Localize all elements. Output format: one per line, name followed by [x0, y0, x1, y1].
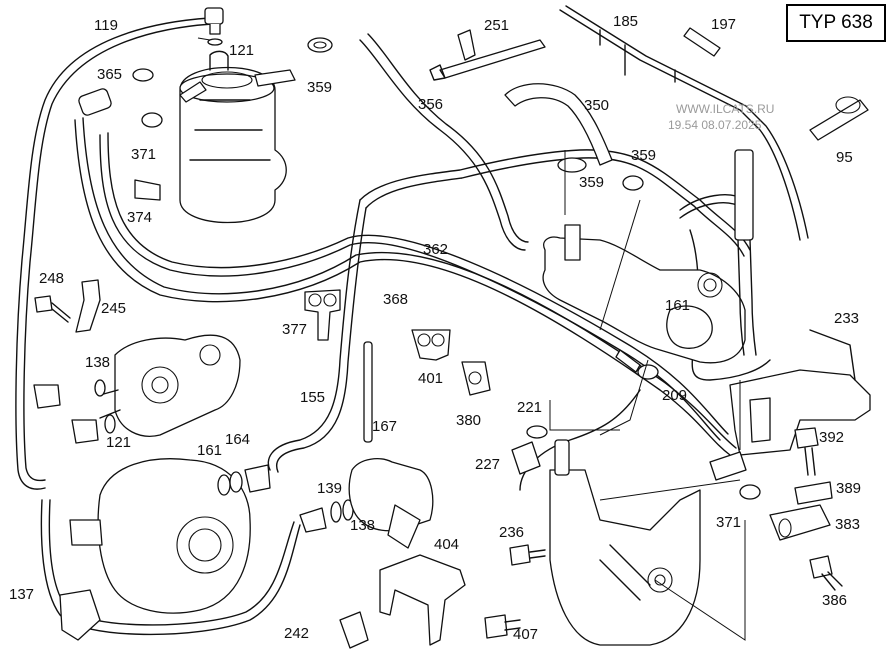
callout-362[interactable]: 362 [423, 241, 449, 258]
callout-221[interactable]: 221 [517, 399, 543, 416]
bolt-407 [484, 614, 521, 639]
connector-139 [299, 499, 354, 533]
clip-377 [304, 289, 341, 341]
callout-242[interactable]: 242 [284, 625, 310, 642]
callout-161-lower[interactable]: 161 [197, 442, 223, 459]
fuel-line-lower-loop [40, 499, 301, 636]
pump-fitting-138 [348, 458, 434, 549]
callout-185[interactable]: 185 [613, 13, 639, 30]
fuel-line-119 [15, 17, 213, 490]
hose-350 [504, 83, 613, 166]
model-type-box: TYP 638 [786, 4, 886, 42]
engine-bracket [549, 439, 701, 646]
fuel-pump-assembly [542, 224, 746, 364]
callout-386[interactable]: 386 [822, 592, 848, 609]
callout-167[interactable]: 167 [372, 418, 398, 435]
callout-95[interactable]: 95 [836, 149, 853, 166]
callout-380[interactable]: 380 [456, 412, 482, 429]
callout-371-right[interactable]: 371 [716, 514, 742, 531]
bracket-404 [379, 554, 466, 646]
callout-209[interactable]: 209 [662, 387, 688, 404]
callout-359[interactable]: 359 [307, 79, 333, 96]
bracket-233 [729, 329, 871, 456]
callout-197[interactable]: 197 [711, 16, 737, 33]
bolt-236 [509, 544, 546, 566]
callout-245[interactable]: 245 [101, 300, 127, 317]
hose-197 [683, 27, 721, 57]
callout-121[interactable]: 121 [229, 42, 255, 59]
clamp-359-upper [307, 37, 333, 53]
callout-404[interactable]: 404 [434, 536, 460, 553]
pump-head-138 [99, 334, 241, 437]
bolt-386 [809, 555, 843, 591]
callout-365[interactable]: 365 [97, 66, 123, 83]
callout-139[interactable]: 139 [317, 480, 343, 497]
tie-95 [809, 96, 869, 141]
callout-138[interactable]: 138 [85, 354, 111, 371]
callout-392[interactable]: 392 [819, 429, 845, 446]
filter-cartridge-right [734, 149, 757, 356]
callout-161[interactable]: 161 [665, 297, 691, 314]
filter-top-fitting [204, 7, 224, 46]
clamp-365 [132, 68, 163, 128]
clip-380 [461, 361, 491, 396]
banjo-bolt-227 [511, 425, 548, 475]
callout-377[interactable]: 377 [282, 321, 308, 338]
callout-356[interactable]: 356 [418, 96, 444, 113]
callout-251[interactable]: 251 [484, 17, 510, 34]
clip-242 [339, 611, 369, 649]
callout-383[interactable]: 383 [835, 516, 861, 533]
high-pressure-pump [59, 458, 251, 641]
fuel-line-356 [359, 33, 529, 251]
fitting-383 [769, 504, 831, 541]
pipe-167 [363, 341, 373, 443]
banjo-121 [33, 384, 116, 444]
strap-251 [429, 29, 546, 81]
callout-119[interactable]: 119 [94, 17, 118, 34]
hose-piece-365 [78, 88, 112, 116]
clip-374 [134, 179, 161, 201]
clip-401 [411, 329, 451, 361]
leader-lines [197, 37, 746, 641]
callout-248[interactable]: 248 [39, 270, 65, 287]
watermark-site: WWW.ILCATS.RU [676, 102, 775, 116]
callout-137[interactable]: 137 [9, 586, 35, 603]
bolt-392 [794, 427, 819, 476]
fuel-filter-housing [179, 50, 296, 224]
callout-236[interactable]: 236 [499, 524, 525, 541]
callout-371[interactable]: 371 [131, 146, 157, 163]
fuel-line-368 [267, 149, 751, 473]
callout-389[interactable]: 389 [836, 480, 862, 497]
callout-155[interactable]: 155 [300, 389, 326, 406]
model-type-label: TYP 638 [799, 12, 873, 33]
callout-401[interactable]: 401 [418, 370, 444, 387]
callout-138-lower[interactable]: 138 [350, 517, 376, 534]
watermark-timestamp: 19.54 08.07.2025 [668, 118, 762, 132]
bracket-245 [75, 279, 101, 333]
callout-227[interactable]: 227 [475, 456, 501, 473]
clamp-389 [794, 481, 833, 505]
callout-164[interactable]: 164 [225, 431, 251, 448]
fuel-line-upper [74, 117, 737, 456]
callout-407[interactable]: 407 [513, 626, 539, 643]
callout-368[interactable]: 368 [383, 291, 409, 308]
callout-359-right[interactable]: 359 [631, 147, 657, 164]
callout-374[interactable]: 374 [127, 209, 153, 226]
callout-350[interactable]: 350 [584, 97, 610, 114]
callout-359-center[interactable]: 359 [579, 174, 605, 191]
bolt-248 [34, 295, 71, 323]
seals-161-164 [217, 464, 271, 496]
vacuum-line-185 [559, 5, 809, 241]
callout-121-lower[interactable]: 121 [106, 434, 132, 451]
hose-371-right [709, 451, 761, 500]
callout-233[interactable]: 233 [834, 310, 860, 327]
seal-138-left [94, 379, 106, 397]
